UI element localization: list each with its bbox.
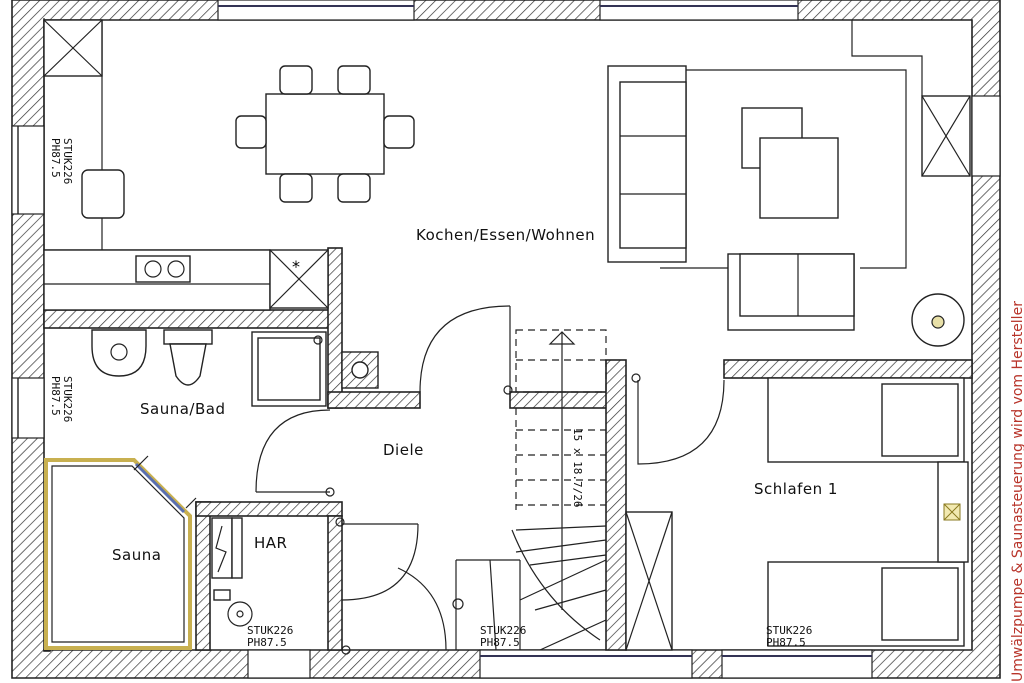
window-mark-bottom-2b: PH87.5 bbox=[480, 636, 520, 649]
window-mark-bottom-3b: PH87.5 bbox=[766, 636, 806, 649]
stair-dimension-label: 15 x 18.7/26 bbox=[571, 428, 584, 507]
label-sauna: Sauna bbox=[112, 546, 161, 564]
window-mark-left-mid-1: STUK226 bbox=[61, 376, 74, 422]
window-mark-bottom-2a: STUK226 bbox=[480, 624, 526, 637]
staircase bbox=[452, 329, 607, 651]
label-diele: Diele bbox=[383, 441, 424, 459]
window-mark-left-top-2: PH87.5 bbox=[49, 138, 62, 178]
living-furniture bbox=[607, 20, 971, 347]
interior-walls bbox=[43, 247, 973, 652]
doors bbox=[255, 305, 725, 655]
room-labels: Kochen/Essen/Wohnen Sauna/Bad Diele Saun… bbox=[112, 226, 838, 564]
sauna-cabin bbox=[44, 455, 197, 650]
label-kochen-essen-wohnen: Kochen/Essen/Wohnen bbox=[416, 226, 595, 244]
window-mark-left-top-1: STUK226 bbox=[61, 138, 74, 184]
kitchen-counter: * bbox=[43, 18, 329, 311]
window-mark-bottom-3a: STUK226 bbox=[766, 624, 812, 637]
label-har: HAR bbox=[254, 534, 287, 552]
bedroom-furniture bbox=[625, 377, 969, 651]
window-mark-left-mid-2: PH87.5 bbox=[49, 376, 62, 416]
side-note: Umwälzpumpe & Saunasteuerung wird vom He… bbox=[1010, 301, 1024, 682]
dining-table bbox=[235, 65, 415, 203]
window-mark-bottom-1b: PH87.5 bbox=[247, 636, 287, 649]
window-marks: STUK226 PH87.5 STUK226 PH87.5 STUK226 PH… bbox=[49, 138, 812, 649]
label-schlafen: Schlafen 1 bbox=[754, 480, 838, 498]
label-sauna-bad: Sauna/Bad bbox=[140, 400, 225, 418]
har-fixtures bbox=[211, 517, 253, 627]
window-mark-bottom-1a: STUK226 bbox=[247, 624, 293, 637]
svg-text:*: * bbox=[292, 257, 300, 276]
bathroom-fixtures bbox=[91, 329, 379, 407]
